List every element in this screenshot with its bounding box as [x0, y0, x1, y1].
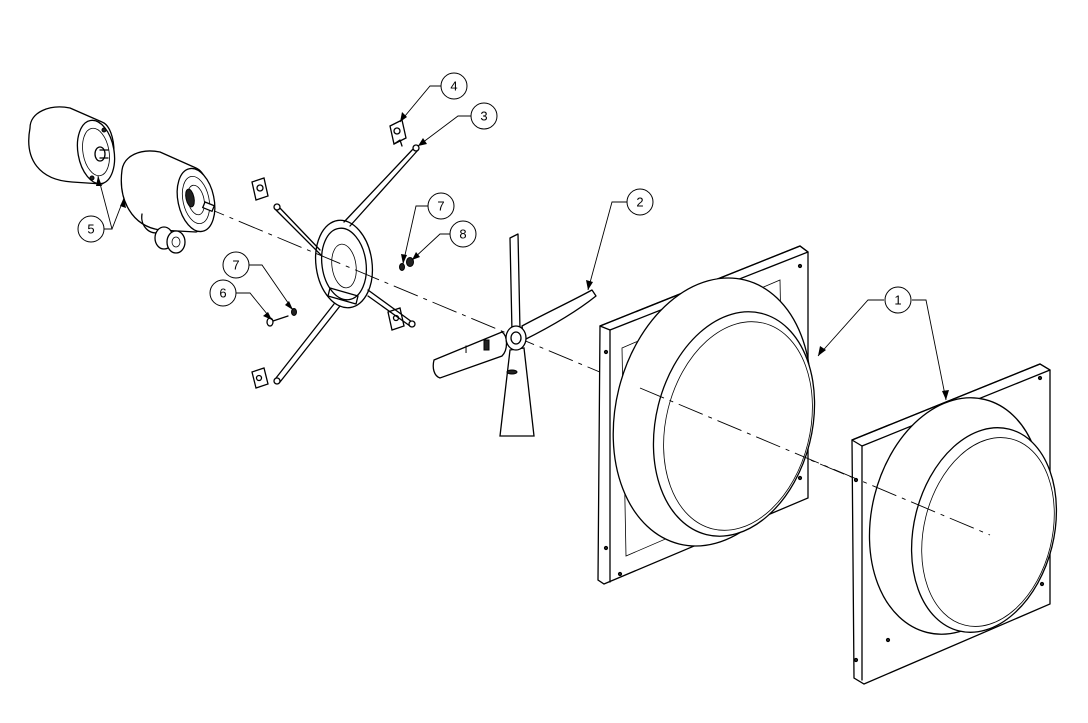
callout-8: 8 [449, 220, 477, 248]
callout-5-label: 5 [87, 222, 94, 237]
mounting-bracket-top [389, 119, 407, 147]
callout-2-label: 2 [636, 195, 643, 210]
nut-hardware [406, 257, 414, 267]
callout-leaders [97, 85, 947, 401]
blade-mark: I [464, 344, 467, 356]
callout-4: 4 [440, 72, 468, 100]
callout-7-upper: 7 [427, 192, 455, 220]
fan-blade: I [432, 233, 597, 437]
callout-4-label: 4 [450, 79, 457, 94]
callout-7-lower: 7 [222, 251, 250, 279]
washer-hardware-lower [291, 308, 297, 316]
callout-1: 1 [884, 286, 912, 314]
callout-3: 3 [470, 102, 498, 130]
motor-front [120, 150, 216, 254]
callout-7-upper-label: 7 [437, 199, 444, 214]
mounting-bracket-left [251, 177, 269, 201]
callout-1-label: 1 [894, 293, 901, 308]
callout-7-lower-label: 7 [232, 258, 239, 273]
callout-5: 5 [77, 215, 105, 243]
callout-arrowheads [96, 112, 949, 400]
callout-2: 2 [626, 188, 654, 216]
callout-6: 6 [209, 279, 237, 307]
washer-hardware-upper [399, 263, 405, 271]
shutter-ring [868, 397, 1058, 635]
fan-panel-venturi [612, 277, 816, 547]
callout-6-label: 6 [219, 286, 226, 301]
motor-rear [28, 106, 116, 185]
mounting-bracket-bottom [251, 367, 269, 389]
callout-3-label: 3 [480, 109, 487, 124]
callout-8-label: 8 [459, 227, 466, 242]
motor-mount-guard [273, 144, 420, 385]
